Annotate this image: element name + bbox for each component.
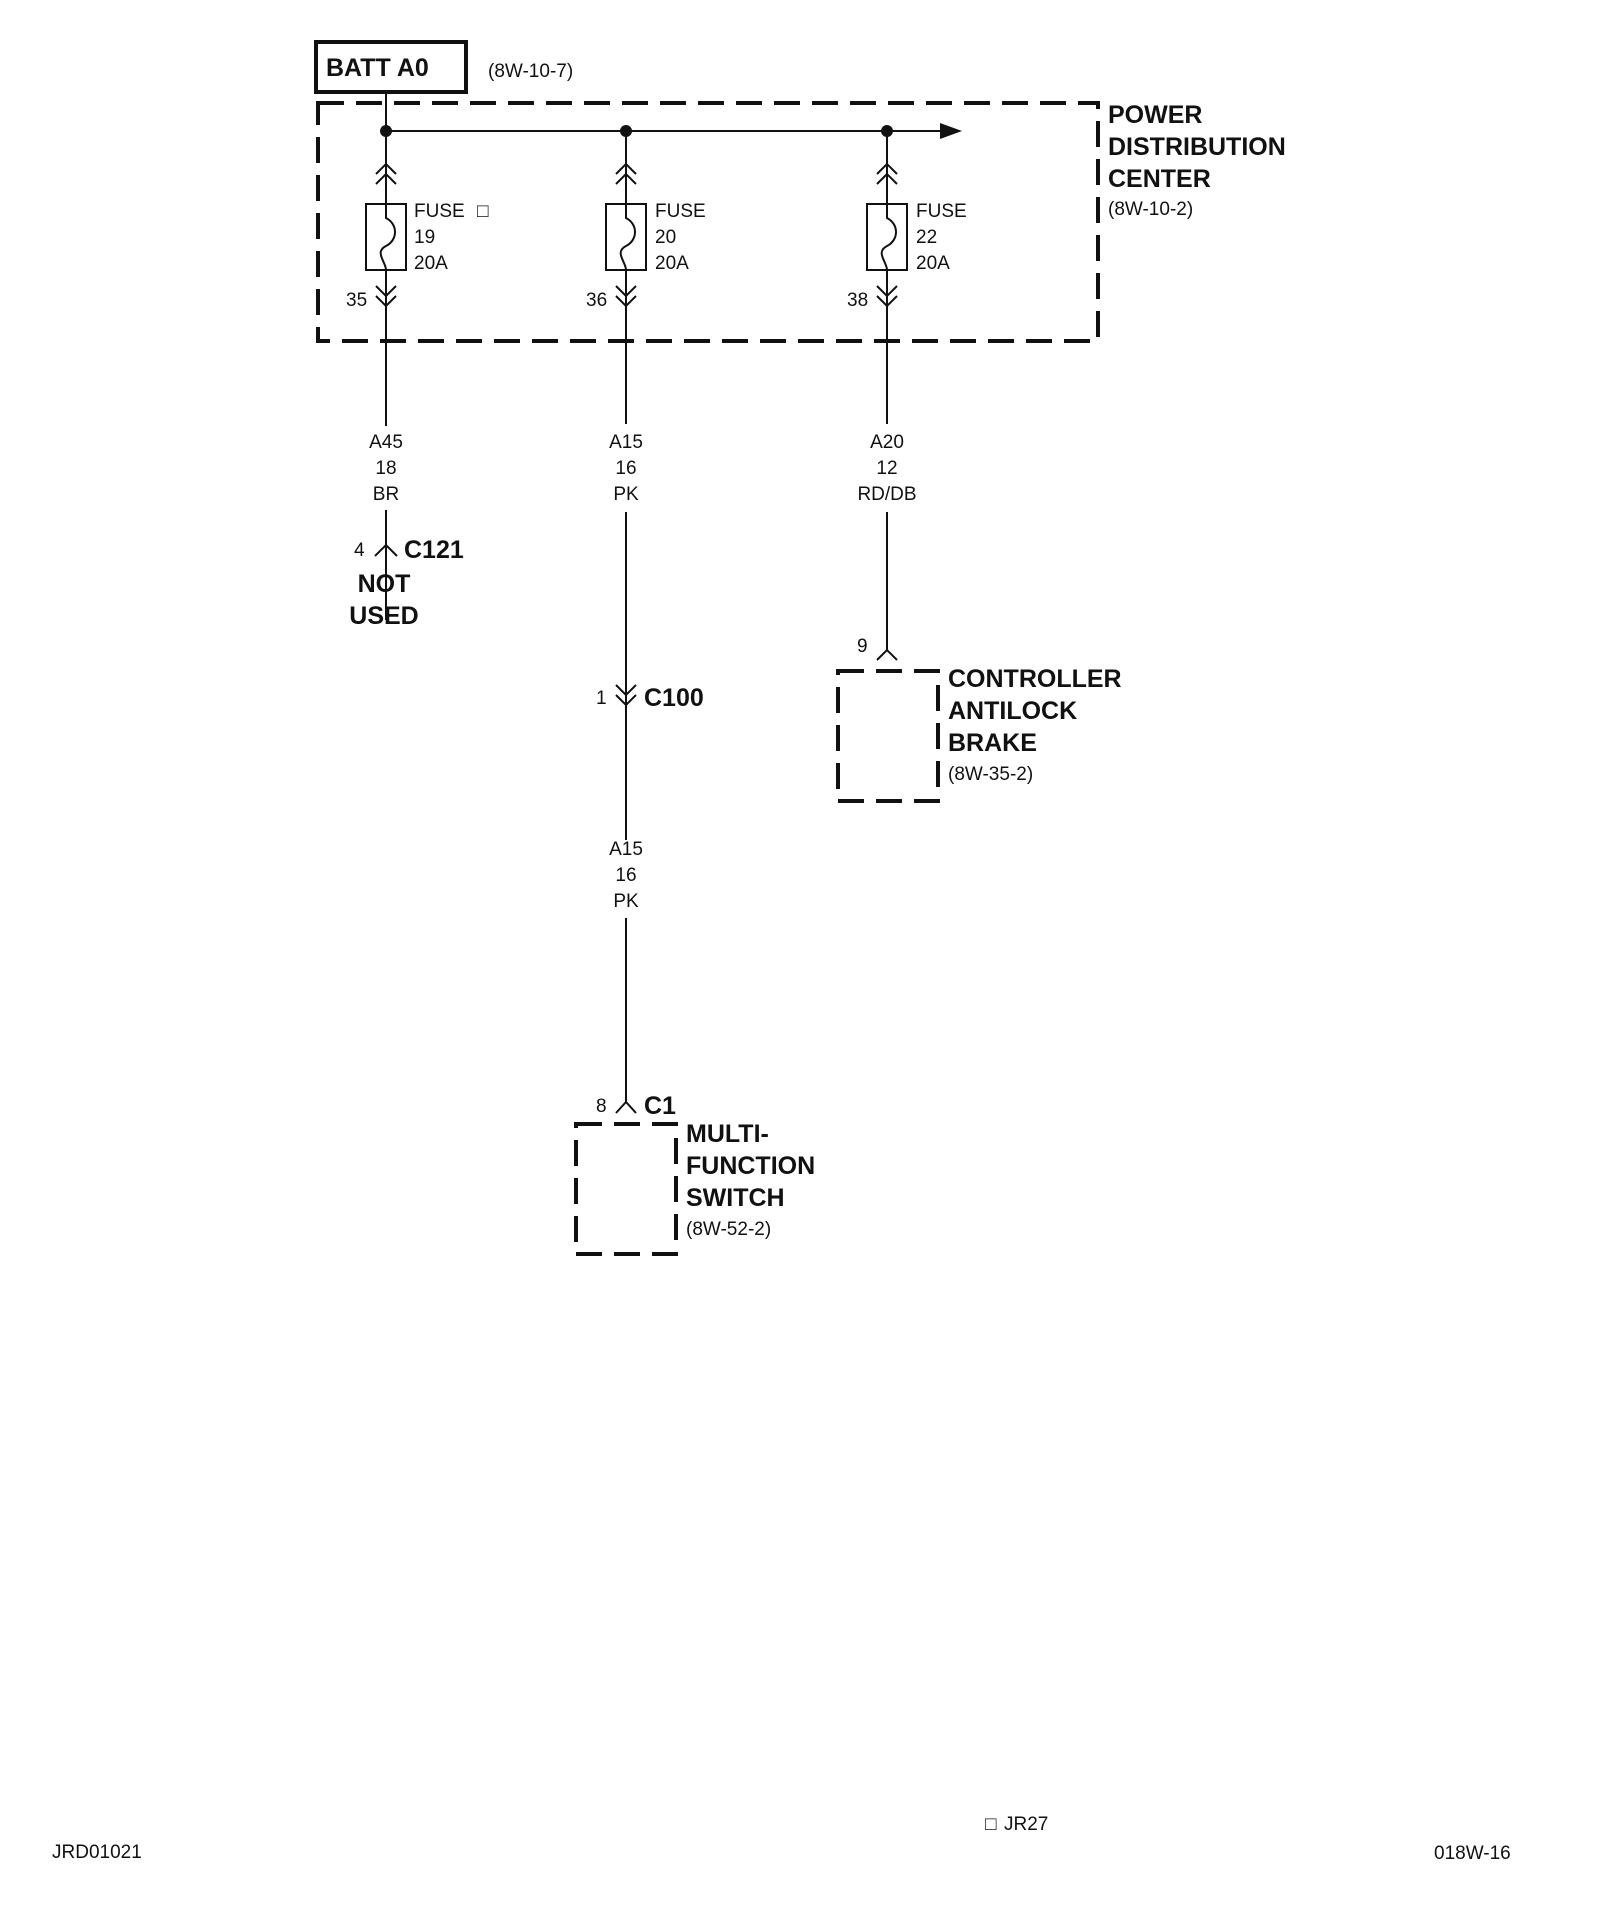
connector-pin: 4 (354, 540, 365, 561)
fuse-number: 22 (916, 227, 937, 248)
connector-icon (374, 543, 398, 557)
wire-circuit: A15 (609, 432, 643, 453)
module-line1: MULTI- (686, 1120, 769, 1148)
fuse-pin: 35 (346, 290, 367, 311)
connector-top-icon (375, 162, 397, 185)
footer-center-marker: □ (985, 1814, 997, 1835)
module-outline (836, 669, 940, 803)
wire-color: BR (373, 484, 399, 505)
fuse-element-icon (619, 204, 636, 271)
not-used-line1: NOT (358, 570, 411, 598)
module-line2: FUNCTION (686, 1152, 815, 1180)
label-gap (360, 426, 412, 510)
multi-function-switch: 8 C1 MULTI- FUNCTION SWITCH (8W-52-2) (574, 1092, 815, 1256)
connector-icon (615, 684, 637, 707)
connector-pin: 1 (596, 688, 607, 709)
fuse-element-icon (880, 204, 897, 271)
connector-bottom-icon (615, 285, 637, 308)
batt-a0-block: BATT A0 (8W-10-7) (314, 40, 573, 94)
connector-pin: 8 (596, 1096, 607, 1117)
module-outline (574, 1122, 678, 1256)
fuse-20: FUSE 20 20A 36 (586, 131, 706, 424)
module-ref: (8W-52-2) (686, 1219, 771, 1240)
module-line2: ANTILOCK (948, 697, 1077, 725)
wire-label-a45: A45 18 BR (360, 426, 412, 510)
connector-top-icon (876, 162, 898, 185)
module-line3: SWITCH (686, 1184, 785, 1212)
fuse-number: 20 (655, 227, 676, 248)
pdc-ref: (8W-10-2) (1108, 199, 1193, 220)
fuse-22: FUSE 22 20A 38 (847, 131, 967, 424)
wire-color: RD/DB (857, 484, 916, 505)
fuse-word: FUSE (414, 201, 465, 222)
pdc-label: POWER DISTRIBUTION CENTER (8W-10-2) (1108, 101, 1286, 220)
connector-bottom-icon (876, 285, 898, 308)
wire-gauge: 12 (876, 458, 897, 479)
connector-name: C1 (644, 1092, 676, 1120)
footer-right: 018W-16 (1434, 1843, 1511, 1864)
wire-label-a15-upper: A15 16 PK (609, 432, 643, 505)
fuse-pin: 38 (847, 290, 868, 311)
connector-pin: 9 (857, 636, 868, 657)
wire-color: PK (613, 484, 639, 505)
wire-label-a20: A20 12 RD/DB (857, 432, 916, 505)
connector-top-icon (615, 162, 637, 185)
not-used-line2: USED (349, 602, 418, 630)
module-line3: BRAKE (948, 729, 1037, 757)
connector-c121: 4 C121 NOT USED (349, 536, 464, 630)
wire-circuit: A15 (609, 839, 643, 860)
pdc-line3: CENTER (1108, 165, 1211, 193)
fuse-amperage: 20A (414, 253, 448, 274)
wire-gauge: 16 (615, 865, 636, 886)
connector-c100: 1 C100 (596, 684, 704, 712)
connector-name: C121 (404, 536, 464, 564)
controller-antilock-brake: 9 CONTROLLER ANTILOCK BRAKE (8W-35-2) (836, 636, 1122, 803)
wire-circuit: A45 (369, 432, 403, 453)
batt-ref: (8W-10-7) (488, 61, 573, 82)
connector-name: C100 (644, 684, 704, 712)
fuse-word: FUSE (916, 201, 967, 222)
connector-bottom-icon (375, 285, 397, 308)
fuse-number: 19 (414, 227, 435, 248)
wire-gauge: 16 (615, 458, 636, 479)
module-line1: CONTROLLER (948, 665, 1122, 693)
footer-left: JRD01021 (52, 1842, 142, 1863)
fuse-element-icon (379, 204, 396, 271)
fuse-word: FUSE (655, 201, 706, 222)
wire-circuit: A20 (870, 432, 904, 453)
pdc-outline (316, 101, 1100, 343)
fuse-19: FUSE □ 19 20A 35 (346, 131, 489, 620)
footer-center: JR27 (1004, 1814, 1048, 1835)
fuse-amperage: 20A (655, 253, 689, 274)
batt-box (314, 40, 468, 94)
connector-icon (876, 648, 898, 661)
wire-color: PK (613, 891, 639, 912)
fuse-amperage: 20A (916, 253, 950, 274)
wire-gauge: 18 (375, 458, 396, 479)
batt-label: BATT A0 (326, 54, 429, 82)
fuse-marker: □ (477, 201, 489, 222)
bus-arrow (940, 123, 962, 139)
pdc-line1: POWER (1108, 101, 1202, 129)
wire-label-a15-lower: A15 16 PK (609, 839, 643, 912)
pdc-line2: DISTRIBUTION (1108, 133, 1286, 161)
fuse-pin: 36 (586, 290, 607, 311)
connector-icon (615, 1100, 637, 1114)
module-ref: (8W-35-2) (948, 764, 1033, 785)
